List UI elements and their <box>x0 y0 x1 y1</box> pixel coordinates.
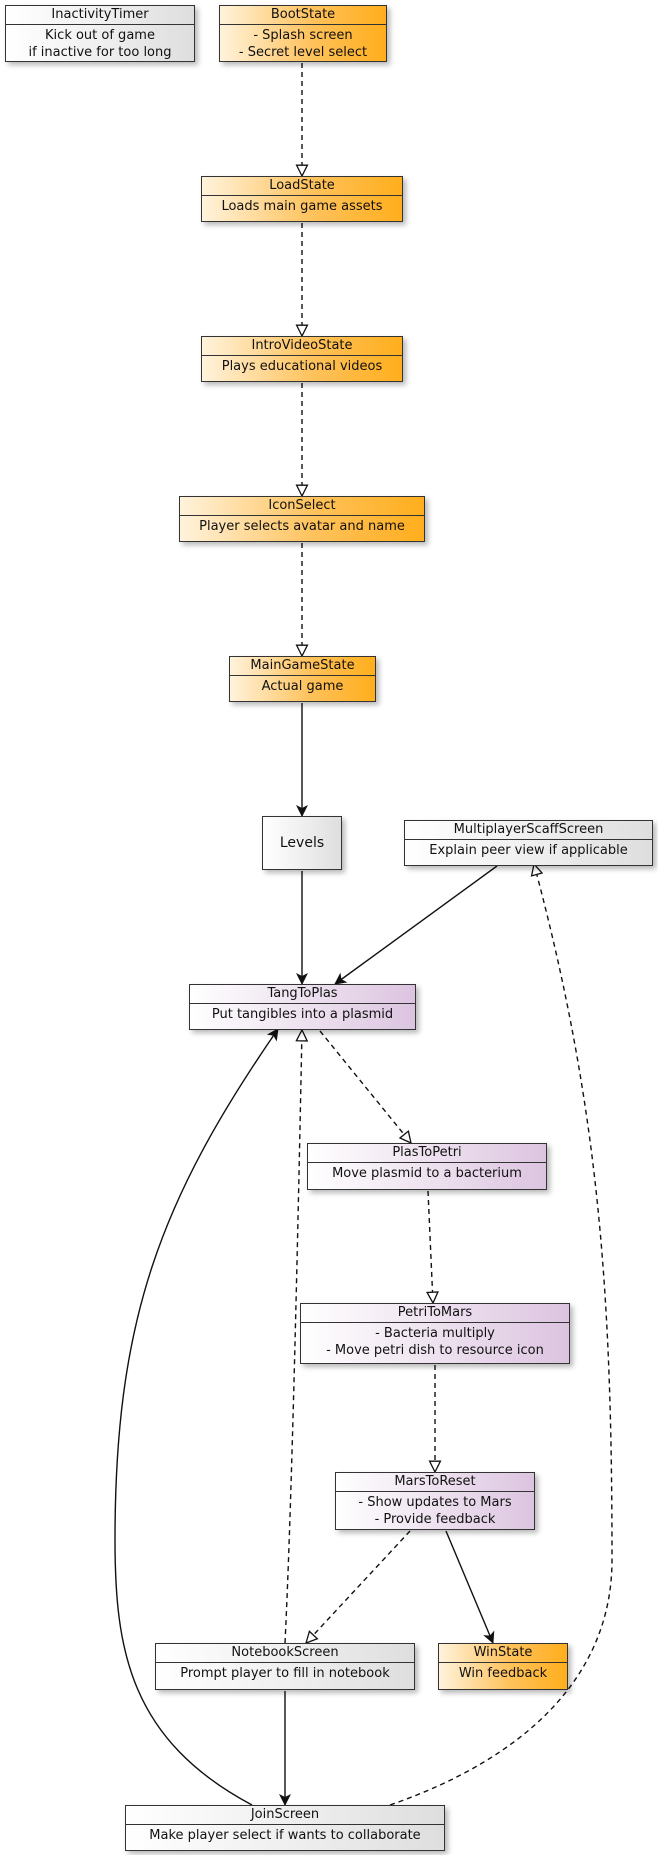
node-boot-state: BootState - Splash screen - Secret level… <box>219 5 387 62</box>
node-title: JoinScreen <box>126 1806 444 1825</box>
edge-joinscreen-to-multiplayer <box>389 864 613 1806</box>
node-body-line: - Bacteria multiply <box>375 1326 495 1341</box>
node-title: TangToPlas <box>190 985 415 1004</box>
node-body-line: Prompt player to fill in notebook <box>180 1666 390 1681</box>
node-body-line: Win feedback <box>458 1666 548 1681</box>
node-join-screen: JoinScreen Make player select if wants t… <box>125 1805 445 1851</box>
node-title: Levels <box>279 835 325 851</box>
node-title: MultiplayerScaffScreen <box>405 821 652 840</box>
node-plas-to-petri: PlasToPetri Move plasmid to a bacterium <box>307 1143 547 1190</box>
node-title: PetriToMars <box>301 1304 569 1323</box>
node-body-line: if inactive for too long <box>28 45 172 60</box>
node-body-line: Actual game <box>261 679 344 694</box>
node-icon-select: IconSelect Player selects avatar and nam… <box>179 496 425 542</box>
node-title: MarsToReset <box>336 1473 534 1492</box>
node-intro-video-state: IntroVideoState Plays educational videos <box>201 336 403 382</box>
edge-joinscreen-to-tangtoplas <box>114 1028 279 1806</box>
node-main-game-state: MainGameState Actual game <box>229 656 376 702</box>
node-title: InactivityTimer <box>6 6 194 25</box>
node-title: LoadState <box>202 177 402 196</box>
node-petri-to-mars: PetriToMars - Bacteria multiply - Move p… <box>300 1303 570 1364</box>
node-tang-to-plas: TangToPlas Put tangibles into a plasmid <box>189 984 416 1030</box>
node-body-line: - Move petri dish to resource icon <box>326 1343 544 1358</box>
node-inactivity-timer: InactivityTimer Kick out of game if inac… <box>5 5 195 62</box>
node-mars-to-reset: MarsToReset - Show updates to Mars - Pro… <box>335 1472 535 1530</box>
edge-marstoreset-to-winstate <box>445 1530 495 1644</box>
node-body-line: Loads main game assets <box>221 199 383 214</box>
node-body-line: Make player select if wants to collabora… <box>149 1828 421 1843</box>
node-levels: Levels <box>262 816 342 870</box>
node-body-line: - Secret level select <box>238 45 368 60</box>
node-title: IntroVideoState <box>202 337 402 356</box>
edge-plastopetri-to-petritomars <box>428 1190 433 1303</box>
node-multiplayer-scaff-screen: MultiplayerScaffScreen Explain peer view… <box>404 820 653 866</box>
edge-tangtoplas-to-plastopetri <box>319 1030 411 1143</box>
node-body-line: Explain peer view if applicable <box>429 843 628 858</box>
edge-notebook-to-tangtoplas <box>284 1030 302 1644</box>
node-title: IconSelect <box>180 497 424 516</box>
node-body-line: Kick out of game <box>45 28 155 43</box>
node-body-line: Plays educational videos <box>221 359 383 374</box>
node-notebook-screen: NotebookScreen Prompt player to fill in … <box>155 1643 415 1690</box>
node-title: NotebookScreen <box>156 1644 414 1663</box>
node-title: WinState <box>439 1644 567 1663</box>
node-title: PlasToPetri <box>308 1144 546 1163</box>
node-body-line: - Provide feedback <box>374 1512 496 1527</box>
node-title: MainGameState <box>230 657 375 676</box>
node-title: BootState <box>220 6 386 25</box>
node-body-line: Move plasmid to a bacterium <box>332 1166 522 1181</box>
node-load-state: LoadState Loads main game assets <box>201 176 403 222</box>
node-win-state: WinState Win feedback <box>438 1643 568 1690</box>
edge-multiplayer-to-tangtoplas <box>334 865 498 985</box>
node-body-line: - Show updates to Mars <box>358 1495 512 1510</box>
node-body-line: Player selects avatar and name <box>199 519 405 534</box>
edge-marstoreset-to-notebook <box>306 1530 411 1643</box>
node-body-line: - Splash screen <box>253 28 353 43</box>
node-body-line: Put tangibles into a plasmid <box>211 1007 394 1022</box>
